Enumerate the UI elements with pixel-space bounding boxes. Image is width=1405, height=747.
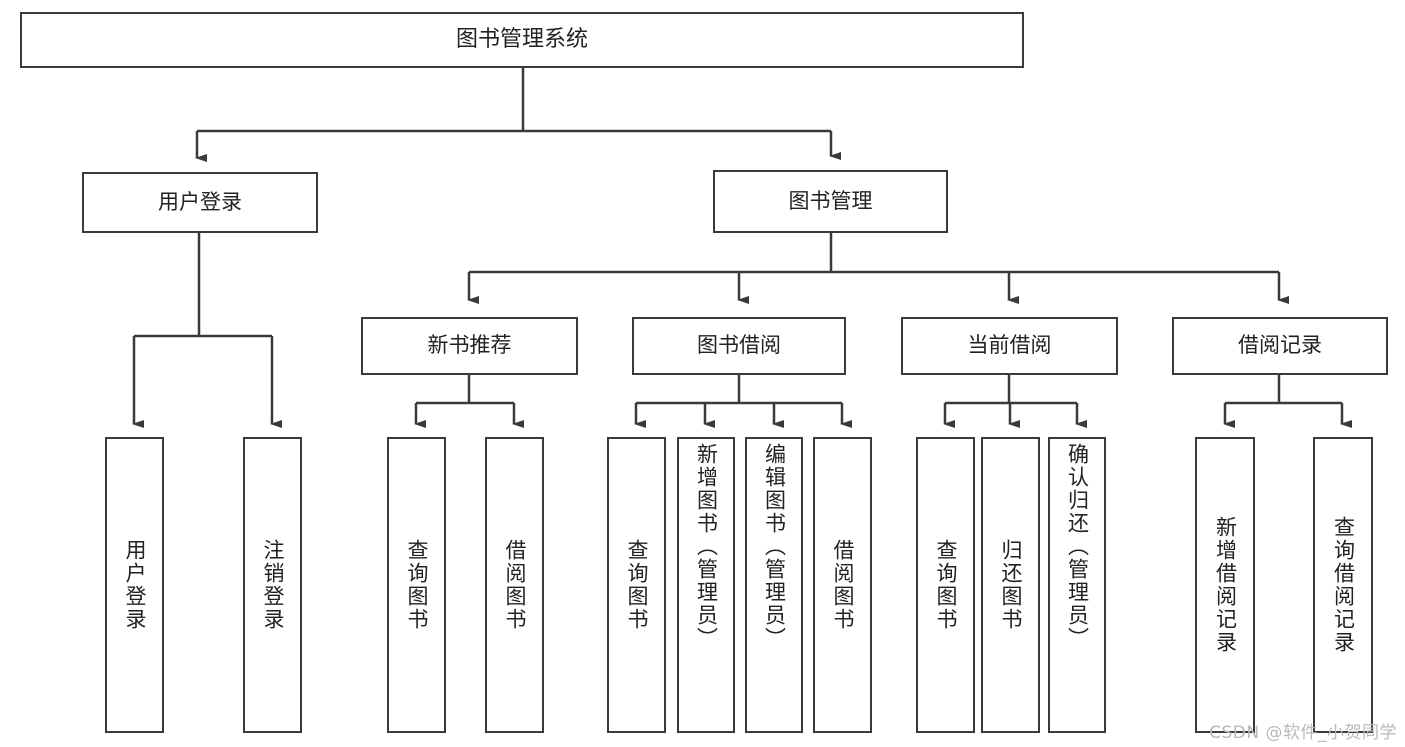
- node-label: 归还图书: [999, 539, 1023, 631]
- node-book-management[interactable]: 图书管理: [713, 170, 948, 233]
- node-label: 当前借阅: [967, 333, 1052, 358]
- node-label: 确认归还（管理员）: [1065, 443, 1090, 650]
- node-label: 用户登录: [123, 539, 147, 631]
- node-label: 新书推荐: [427, 333, 512, 358]
- node-label: 图书借阅: [697, 333, 781, 358]
- leaf-return-book[interactable]: 归还图书: [981, 437, 1040, 733]
- node-label: 新增借阅记录: [1213, 516, 1238, 654]
- leaf-add-book-admin[interactable]: 新增图书（管理员）: [677, 437, 735, 733]
- node-borrowing-record[interactable]: 借阅记录: [1172, 317, 1388, 375]
- leaf-query-borrow-record[interactable]: 查询借阅记录: [1313, 437, 1373, 733]
- node-label: 查询图书: [934, 539, 958, 631]
- node-label: 注销登录: [261, 539, 285, 631]
- node-book-borrowing[interactable]: 图书借阅: [632, 317, 846, 375]
- node-label: 图书管理: [788, 188, 873, 213]
- csdn-watermark: CSDN @软件_小贺同学: [1209, 723, 1397, 743]
- node-label: 图书管理系统: [455, 26, 588, 52]
- node-label: 借阅图书: [831, 539, 855, 631]
- node-label: 查询图书: [625, 539, 649, 631]
- leaf-add-borrow-record[interactable]: 新增借阅记录: [1195, 437, 1255, 733]
- leaf-borrow-book[interactable]: 借阅图书: [813, 437, 872, 733]
- node-current-borrowing[interactable]: 当前借阅: [901, 317, 1118, 375]
- leaf-query-book-borrow[interactable]: 查询图书: [607, 437, 666, 733]
- leaf-query-book-recommend[interactable]: 查询图书: [387, 437, 446, 733]
- leaf-confirm-return-admin[interactable]: 确认归还（管理员）: [1048, 437, 1106, 733]
- leaf-edit-book-admin[interactable]: 编辑图书（管理员）: [745, 437, 803, 733]
- leaf-borrow-book-recommend[interactable]: 借阅图书: [485, 437, 544, 733]
- node-label: 借阅图书: [503, 539, 527, 631]
- node-label: 查询借阅记录: [1331, 516, 1356, 654]
- leaf-logout[interactable]: 注销登录: [243, 437, 302, 733]
- node-label: 借阅记录: [1238, 333, 1322, 358]
- node-user-login[interactable]: 用户登录: [82, 172, 318, 233]
- node-label: 查询图书: [405, 539, 429, 631]
- node-label: 新增图书（管理员）: [694, 443, 719, 650]
- leaf-user-login[interactable]: 用户登录: [105, 437, 164, 733]
- node-label: 用户登录: [158, 189, 242, 214]
- node-label: 编辑图书（管理员）: [762, 443, 787, 650]
- node-new-book-recommendation[interactable]: 新书推荐: [361, 317, 578, 375]
- leaf-query-book-current[interactable]: 查询图书: [916, 437, 975, 733]
- node-root-book-management-system[interactable]: 图书管理系统: [20, 12, 1024, 68]
